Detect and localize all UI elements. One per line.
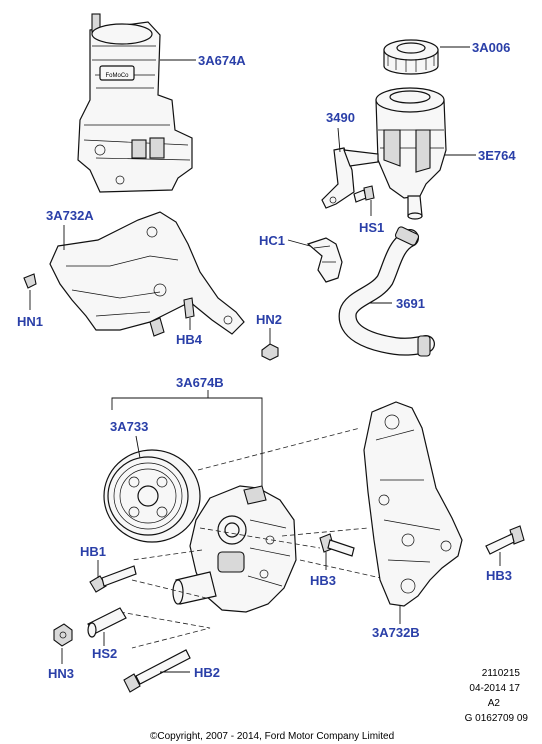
electric-pump-unit: FoMoCo	[77, 13, 193, 193]
power-steering-pump	[172, 485, 297, 613]
part-marking: FoMoCo	[105, 73, 129, 79]
label-HB1: HB1	[80, 544, 106, 559]
label-3A732B: 3A732B	[372, 625, 420, 640]
label-HB2: HB2	[194, 665, 220, 680]
label-HS2: HS2	[92, 646, 117, 661]
label-3E764: 3E764	[478, 148, 516, 163]
bolt-hb1	[89, 565, 137, 593]
reservoir-cap	[383, 39, 439, 75]
diagram-date: 04-2014 17	[469, 683, 520, 694]
nut-hn1	[23, 273, 37, 289]
bolt-hs1	[353, 185, 375, 203]
label-HN1: HN1	[17, 314, 43, 329]
label-3A674A: 3A674A	[198, 53, 246, 68]
bolt-hb2	[123, 649, 191, 693]
pump-pulley	[103, 449, 201, 543]
label-HB3-left: HB3	[310, 573, 336, 588]
bolt-hb3-left	[319, 533, 355, 557]
label-3A733: 3A733	[110, 419, 148, 434]
fluid-reservoir	[375, 87, 447, 220]
label-3490: 3490	[326, 110, 355, 125]
pump-support-bracket	[363, 401, 463, 607]
diagram-number: 2110215	[482, 668, 521, 679]
label-HS1: HS1	[359, 220, 384, 235]
copyright-notice: ©Copyright, 2007 - 2014, Ford Motor Comp…	[150, 731, 394, 742]
label-3A006: 3A006	[472, 40, 510, 55]
bolt-hb3-right	[485, 525, 525, 555]
nut-hn3	[53, 623, 73, 647]
reservoir-bracket	[321, 147, 379, 209]
label-HB4: HB4	[176, 332, 203, 347]
pump-mounting-bracket	[49, 211, 245, 337]
label-HC1: HC1	[259, 233, 285, 248]
return-hose	[338, 226, 435, 357]
label-HN3: HN3	[48, 666, 74, 681]
label-HB3-right: HB3	[486, 568, 512, 583]
diagram-reference: G 0162709 09	[465, 713, 529, 724]
nut-hn2	[261, 343, 279, 361]
diagram-revision: A2	[488, 698, 501, 709]
label-3691: 3691	[396, 296, 425, 311]
bolt-hb4	[183, 297, 195, 319]
label-3A732A: 3A732A	[46, 208, 94, 223]
label-HN2: HN2	[256, 312, 282, 327]
label-3A674B: 3A674B	[176, 375, 224, 390]
stud-hs2	[87, 607, 127, 638]
hose-clip	[306, 237, 343, 283]
